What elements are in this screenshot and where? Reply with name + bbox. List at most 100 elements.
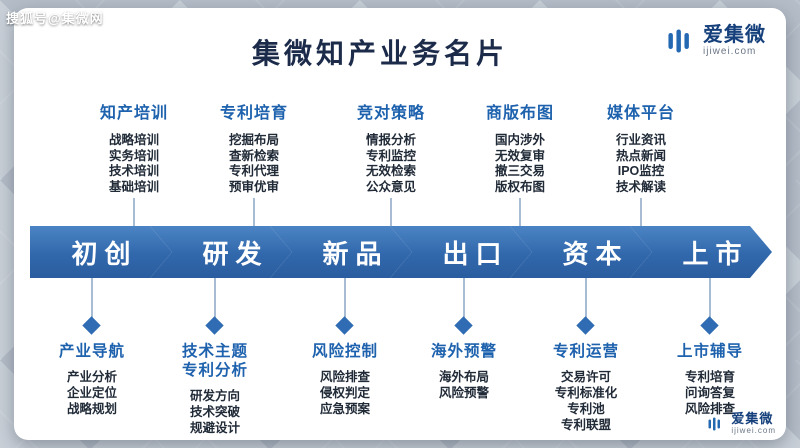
group-item: 无效复审 [494,148,545,163]
diamond-marker [454,316,473,335]
group-item: 查新检索 [228,148,279,163]
stage-startup: 初创 [30,226,172,278]
connector-line [519,198,521,226]
group-item: 专利监控 [365,148,416,163]
ijiwei-logo: 爱集微 ijiwei.com [664,24,766,57]
group-item: 交易许可 [560,370,611,384]
group-item: 风险预警 [438,386,489,400]
stage-label: 出口 [442,238,509,269]
group-item: 风险排查 [684,402,735,416]
sohu-watermark: 搜狐号@集微网 [6,11,104,26]
connector-line [640,198,642,226]
logo-name: 爱集微 [731,411,774,426]
group-heading: 知产培训 [99,105,168,122]
logo-name: 爱集微 [703,24,766,46]
group-item: 无效检索 [365,164,416,178]
stage-rnd: 研发 [150,226,292,278]
group-item: 侵权判定 [319,386,370,400]
bottom-group-overseas-alert: 海外预警 海外布局 风险预警 [399,342,529,401]
diamond-marker [335,316,354,335]
group-item: 热点新闻 [615,148,666,163]
logo-domain: ijiwei.com [703,46,757,57]
group-heading: 专利培育 [219,105,288,122]
bottom-group-industry-navigation: 产业导航 产业分析 企业定位 战略规划 [27,342,157,417]
group-item: 产业分析 [66,370,117,384]
logo-text: 爱集微 ijiwei.com [703,24,766,57]
group-item: 专利培育 [684,370,735,384]
group-heading: 产业导航 [58,343,125,360]
ijiwei-logo-icon [708,417,721,430]
stage-label: 研发 [202,238,269,269]
group-item: 风险排查 [319,370,370,384]
diamond-marker [205,316,224,335]
group-heading: 专利运营 [552,343,619,360]
diamond-marker [700,316,719,335]
group-heading: 上市辅导 [676,343,743,360]
group-heading: 海外预警 [430,343,497,360]
group-item: 技术突破 [189,405,240,419]
group-item: IPO监控 [617,164,665,178]
stage-label: 上市 [682,238,749,269]
group-heading: 媒体平台 [606,105,675,122]
diamond-marker [82,316,101,335]
group-heading: 竞对策略 [356,105,425,122]
group-item: 公众意见 [365,179,416,194]
connector-line [585,278,587,322]
group-item: 专利标准化 [554,386,618,400]
group-item: 基础培训 [108,179,159,194]
top-group-patent-cultivation: 专利培育 挖掘布局 查新检索 专利代理 预审优审 [194,104,314,195]
top-group-competitor-strategy: 竞对策略 情报分析 专利监控 无效检索 公众意见 [331,104,451,195]
group-item: 专利池 [567,402,605,416]
group-item: 战略培训 [108,133,159,147]
stage-new-product: 新品 [270,226,412,278]
group-item: 企业定位 [66,386,117,400]
connector-line [709,278,711,322]
group-item: 行业资讯 [615,133,666,147]
group-item: 战略规划 [66,402,117,416]
group-item: 海外布局 [438,370,489,384]
stage-ipo: 上市 [630,226,772,278]
bottom-group-patent-operation: 专利运营 交易许可 专利标准化 专利池 专利联盟 [521,342,651,433]
group-item: 技术解读 [615,179,666,194]
group-item: 专利代理 [228,164,279,178]
infographic-card: 集微知产业务名片 爱集微 ijiwei.com 知产培训 战略培训 实务培训 技… [14,8,786,440]
top-group-media-platform: 媒体平台 行业资讯 热点新闻 IPO监控 技术解读 [581,104,701,195]
ijiwei-logo-icon [668,28,689,53]
stage-capital: 资本 [510,226,652,278]
logo-domain: ijiwei.com [731,426,776,435]
connector-line [463,278,465,322]
group-item: 问询答复 [684,386,735,400]
stage-label: 新品 [322,238,389,269]
stage-label: 资本 [562,238,629,269]
group-item: 实务培训 [108,148,159,163]
stage-export: 出口 [390,226,532,278]
group-item: 预审优审 [228,179,279,194]
diamond-marker [576,316,595,335]
group-item: 情报分析 [365,133,416,147]
group-heading: 商版布图 [485,105,554,122]
stage-label: 初创 [71,238,138,269]
group-item: 国内涉外 [494,133,545,147]
group-item: 技术培训 [108,164,159,178]
group-item: 应急预案 [319,402,370,416]
connector-line [390,198,392,226]
group-item: 撤三交易 [494,164,545,178]
bottom-group-tech-patent-analysis: 技术主题 专利分析 研发方向 技术突破 规避设计 [150,342,280,436]
group-item: 版权布图 [494,179,545,194]
bottom-group-risk-control: 风险控制 风险排查 侵权判定 应急预案 [280,342,410,417]
group-item: 规避设计 [189,421,240,435]
logo-text: 爱集微 ijiwei.com [731,411,776,436]
connector-line [214,278,216,322]
connector-line [133,198,135,226]
group-item: 研发方向 [189,389,240,403]
top-group-ip-training: 知产培训 战略培训 实务培训 技术培训 基础培训 [74,104,194,195]
connector-line [253,198,255,226]
group-item: 挖掘布局 [228,133,279,147]
top-group-trademark-layout: 商版布图 国内涉外 无效复审 撤三交易 版权布图 [460,104,580,195]
connector-line [344,278,346,322]
page-title: 集微知产业务名片 [251,38,508,69]
connector-line [91,278,93,322]
bottom-group-ipo-coaching: 上市辅导 专利培育 问询答复 风险排查 [645,342,775,417]
ijiwei-logo-small: 爱集微 ijiwei.com [706,412,776,435]
group-heading: 风险控制 [311,343,378,360]
